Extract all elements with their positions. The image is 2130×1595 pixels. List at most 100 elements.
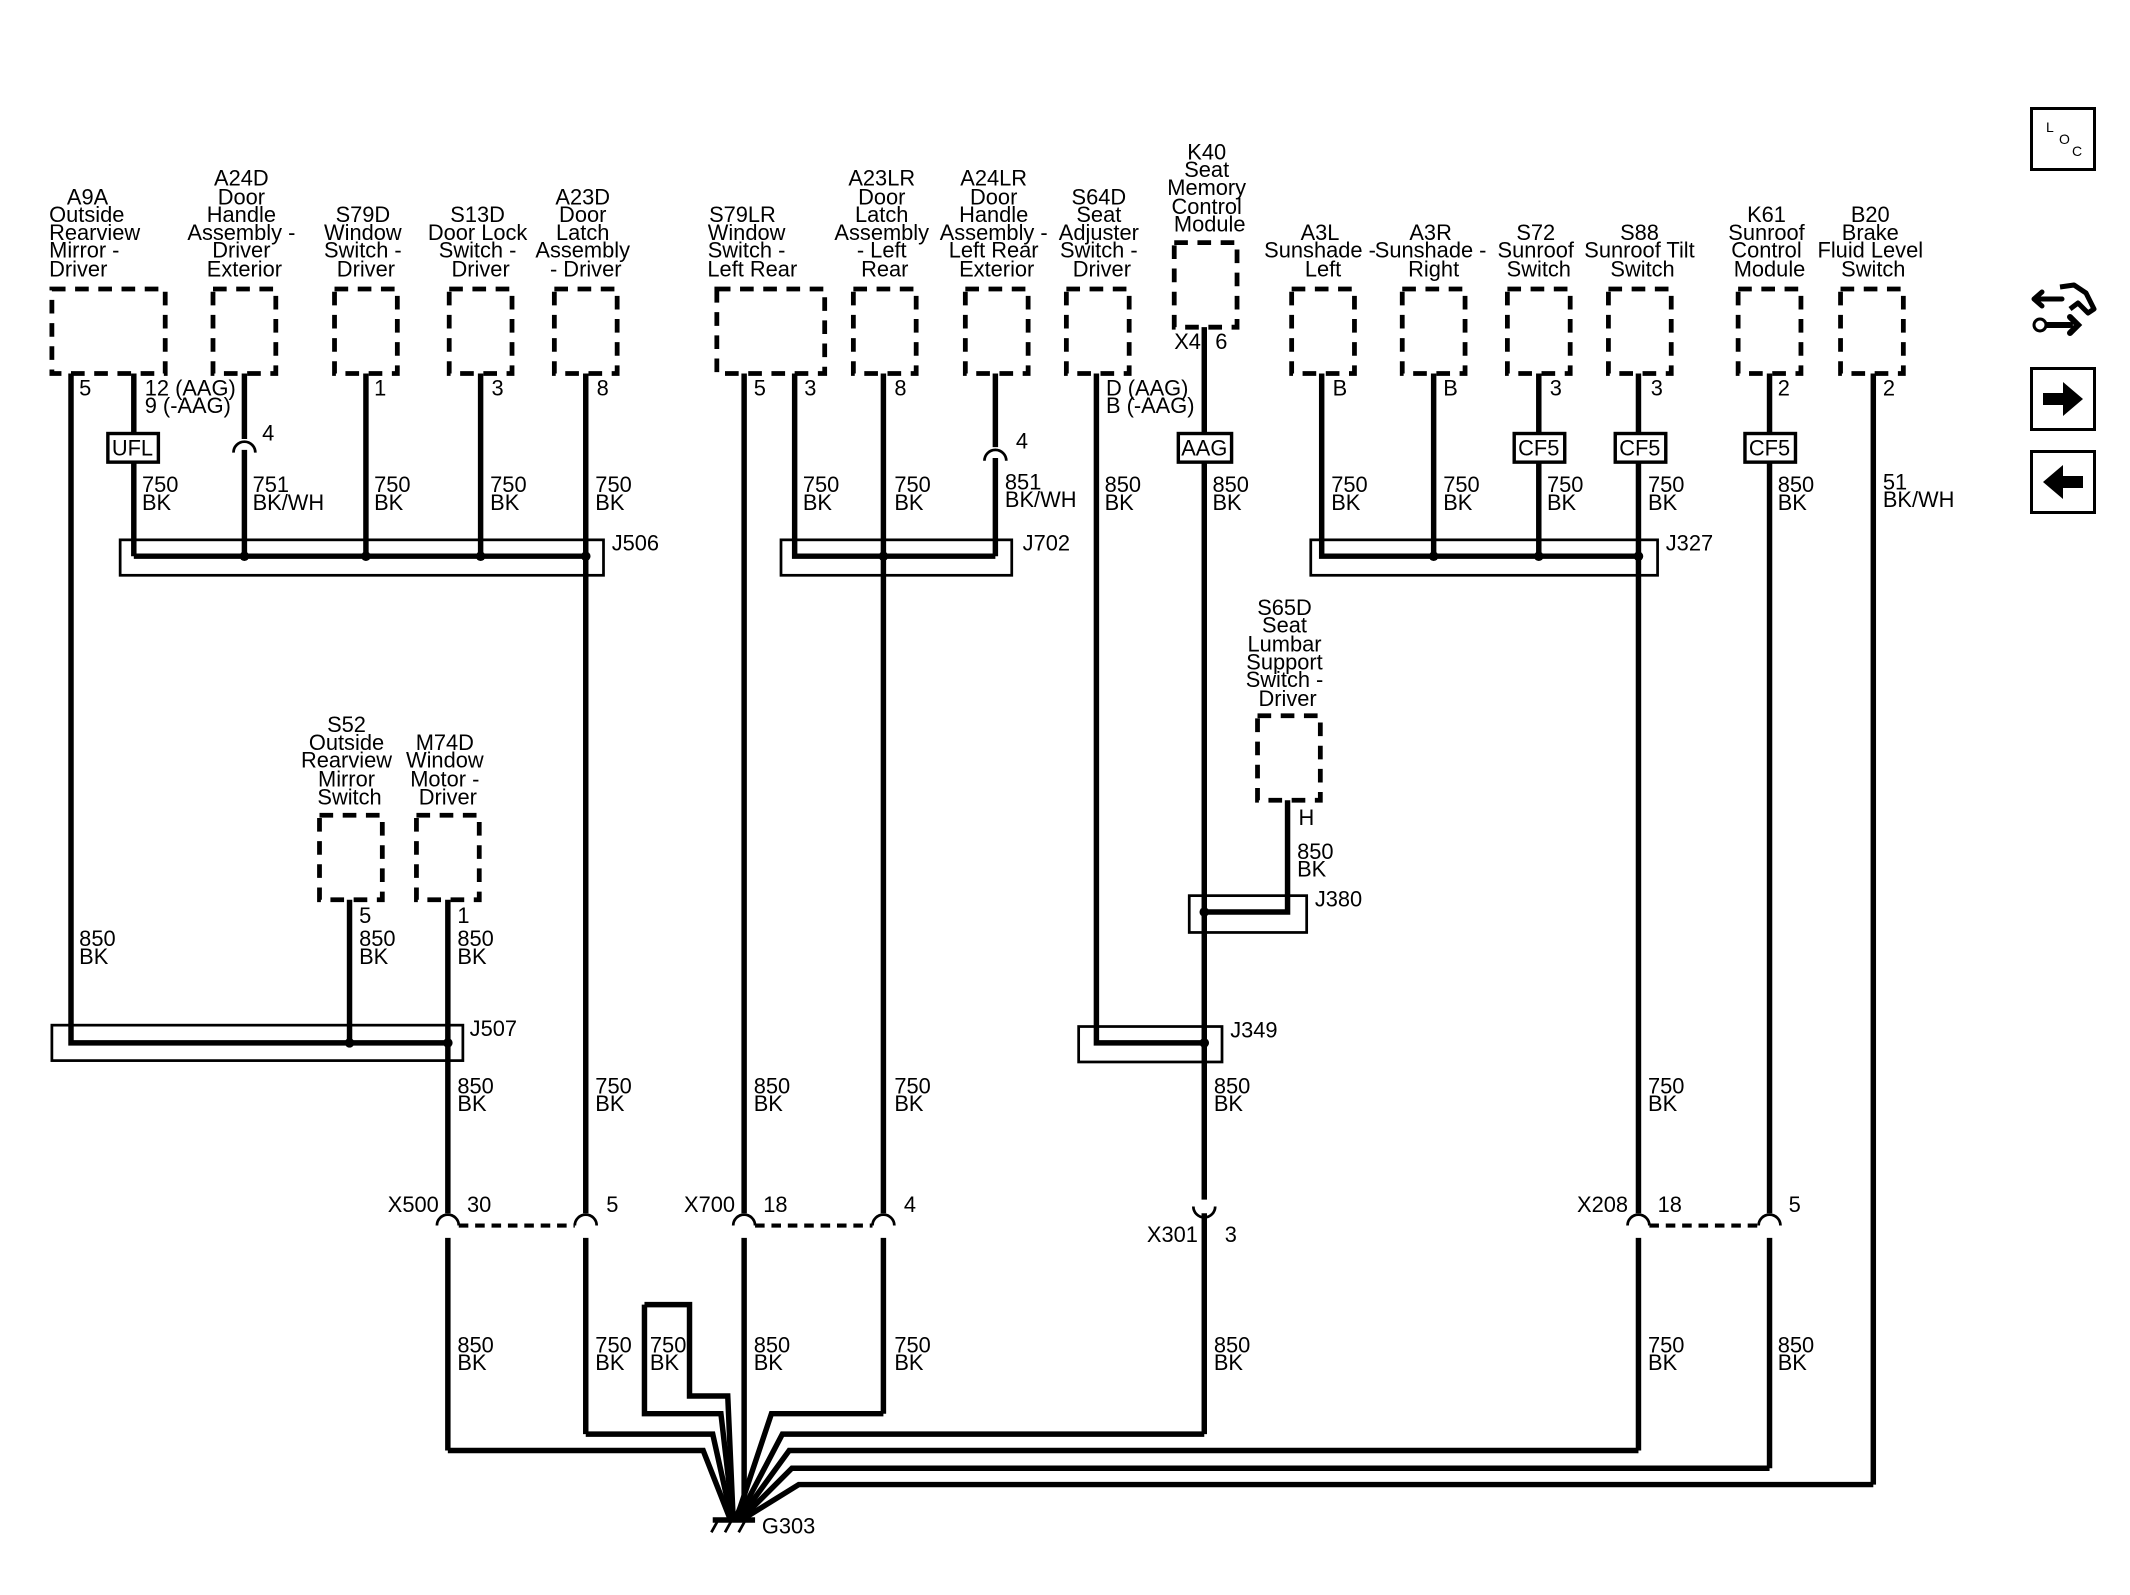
loc-button[interactable]: L O C: [2030, 107, 2096, 171]
s65d-box: [1255, 713, 1323, 803]
s64d-label: S64D Seat Adjuster Switch - Driver: [1059, 185, 1145, 282]
forward-button[interactable]: [2030, 367, 2096, 431]
a23d-box: [551, 286, 620, 376]
svg-text:B (-AAG): B (-AAG): [1106, 393, 1195, 418]
svg-text:3: 3: [1225, 1222, 1237, 1247]
aag-option: AAG: [1181, 435, 1227, 460]
svg-text:6: 6: [1215, 329, 1227, 354]
a3l-label: A3L Sunshade - Left: [1264, 220, 1382, 282]
k40-label: K40 Seat Memory Control Module: [1167, 140, 1252, 237]
svg-text:12 (AAG): 12 (AAG): [145, 375, 236, 400]
ground-g303: G303: [710, 1514, 815, 1539]
option-boxes: UFL AAG CF5 CF5 CF5: [106, 431, 1798, 464]
wrench-icon[interactable]: [2030, 275, 2100, 345]
splice-j327: J327: [1666, 531, 1713, 556]
svg-text:B: B: [1333, 375, 1348, 400]
a23lr-box: [850, 286, 919, 376]
a9a-desc: Outside Rearview Mirror - Driver: [49, 202, 146, 282]
m74d-label: M74D Window Motor - Driver: [406, 730, 490, 810]
svg-text:G303: G303: [762, 1514, 815, 1539]
ufl-option: UFL: [112, 435, 153, 460]
splice-j380: J380: [1315, 887, 1362, 912]
svg-text:5: 5: [754, 375, 766, 400]
svg-text:2: 2: [1778, 375, 1790, 400]
a3r-label: A3R Sunshade - Right: [1375, 220, 1493, 282]
s79lr-label: S79LR Window Switch - Left Rear: [707, 202, 797, 282]
svg-text:1: 1: [374, 375, 386, 400]
splice-j349: J349: [1230, 1017, 1277, 1042]
s72-box: [1504, 286, 1573, 376]
svg-text:18: 18: [763, 1192, 787, 1217]
s72-label: S72 Sunroof Switch: [1498, 220, 1581, 282]
loc-icon: L O C: [2046, 119, 2082, 159]
a23d-label: A23D Door Latch Assembly - Driver: [535, 185, 636, 282]
s13d-box: [446, 286, 515, 376]
s65d-label: S65D Seat Lumbar Support Switch - Driver: [1246, 595, 1330, 711]
x500-label: X500: [388, 1192, 439, 1217]
k61-box: [1735, 286, 1804, 376]
svg-text:30: 30: [467, 1192, 491, 1217]
cf5-option-s72: CF5: [1518, 435, 1559, 460]
svg-text:8: 8: [894, 375, 906, 400]
a24d-label: A24D Door Handle Assembly - Driver Exter…: [187, 165, 301, 281]
arrow-right-icon: [2043, 382, 2083, 416]
svg-text:L: L: [2046, 119, 2054, 135]
svg-text:3: 3: [492, 375, 504, 400]
a3r-box: [1399, 286, 1468, 376]
cf5-option-s88: CF5: [1619, 435, 1660, 460]
svg-text:C: C: [2072, 143, 2082, 159]
splice-j506: J506: [612, 531, 659, 556]
s52-label: S52 Outside Rearview Mirror Switch: [301, 712, 398, 809]
svg-text:H: H: [1298, 805, 1314, 830]
wires: [68, 327, 1877, 1523]
s79d-label: S79D Window Switch - Driver: [324, 202, 408, 282]
k61-label: K61 Sunroof Control Module: [1728, 202, 1811, 282]
s13d-label: S13D Door Lock Switch - Driver: [428, 202, 534, 282]
a9a-box: [49, 286, 168, 376]
svg-text:2: 2: [1883, 375, 1895, 400]
svg-text:18: 18: [1658, 1192, 1682, 1217]
svg-text:X4: X4: [1174, 329, 1201, 354]
a3l-box: [1289, 286, 1357, 376]
a24lr-label: A24LR Door Handle Assembly - Left Rear E…: [940, 165, 1054, 281]
svg-text:1: 1: [457, 903, 469, 928]
inline-connectors: X500 30 5 X700 18 4 X301 3 X208 18 5: [388, 1192, 1801, 1247]
splice-j507: J507: [470, 1016, 517, 1041]
s52-box: [317, 812, 385, 903]
svg-text:5: 5: [1789, 1192, 1801, 1217]
s79d-box: [332, 286, 400, 376]
svg-text:3: 3: [804, 375, 816, 400]
svg-text:D (AAG): D (AAG): [1106, 375, 1188, 400]
s64d-box: [1063, 286, 1132, 376]
a9a-label: A9A: [67, 185, 109, 210]
svg-text:3: 3: [1550, 375, 1562, 400]
k40-box: [1171, 240, 1240, 330]
back-button[interactable]: [2030, 450, 2096, 514]
x700-label: X700: [684, 1192, 735, 1217]
splice-j702: J702: [1023, 531, 1070, 556]
